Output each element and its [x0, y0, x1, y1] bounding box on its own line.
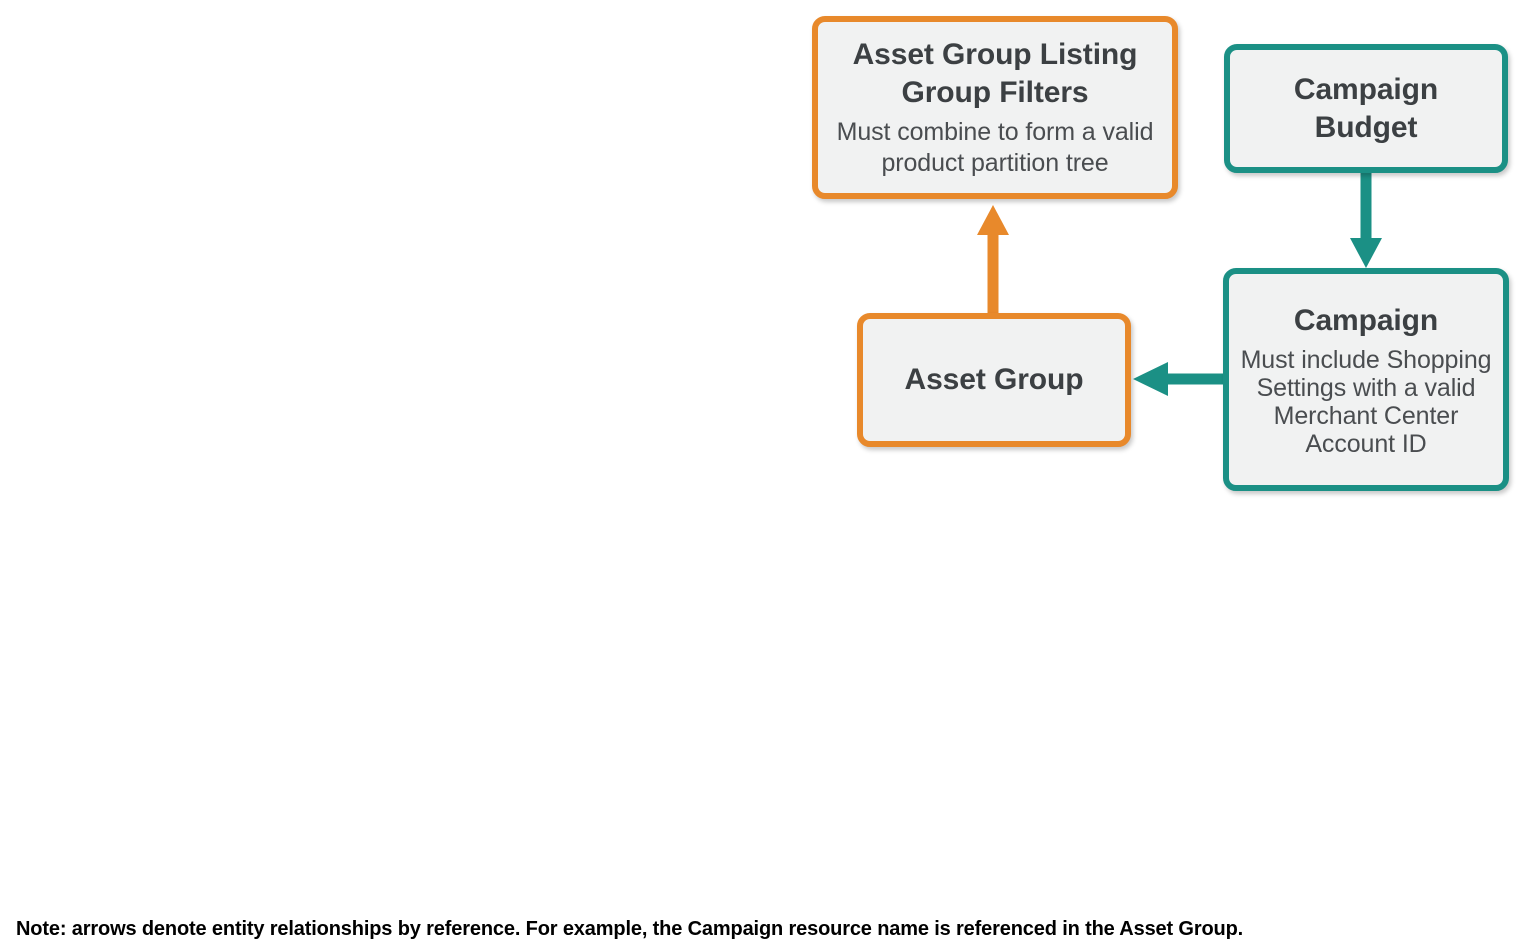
arrow-campaign-budget-to-campaign — [1350, 172, 1382, 268]
node-title: Campaign — [1293, 303, 1439, 337]
arrow-asset-group-to-listing-group-filters — [977, 205, 1009, 315]
diagram-footnote: Note: arrows denote entity relationships… — [16, 918, 1244, 940]
node-title: Asset Group — [904, 363, 1084, 396]
node-asset-group-listing-group-filters[interactable]: Asset Group Listing Group Filters Must c… — [812, 16, 1178, 199]
arrow-campaign-to-asset-group — [1133, 362, 1226, 396]
node-campaign[interactable]: Campaign Must include Shopping Settings … — [1223, 268, 1509, 491]
node-subtitle: Must include Shopping Settings with a va… — [1240, 345, 1492, 458]
node-title: Campaign Budget — [1293, 72, 1439, 144]
node-subtitle: Must combine to form a valid product par… — [836, 118, 1154, 177]
node-title: Asset Group Listing Group Filters — [852, 38, 1138, 109]
node-asset-group[interactable]: Asset Group — [857, 313, 1131, 447]
node-campaign-budget[interactable]: Campaign Budget — [1224, 44, 1508, 173]
